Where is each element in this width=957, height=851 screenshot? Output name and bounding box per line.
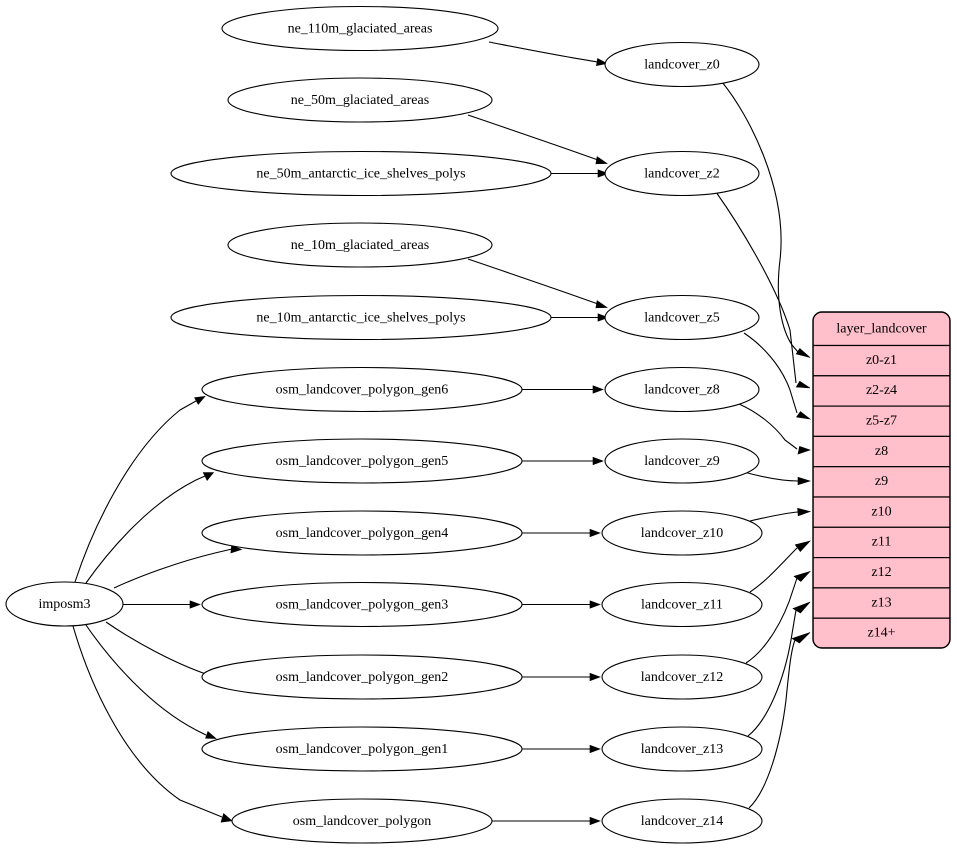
edge-gen2-to-z12 [522,672,601,682]
edge-layer [72,41,812,826]
edge-z11-to-row-z11 [749,540,811,593]
edge-gen1-to-z13 [522,744,601,754]
edge-osm-landcover-polygon-to-z14 [492,816,601,826]
node-label: ne_50m_glaciated_areas [291,93,429,108]
node-label: landcover_z9 [644,454,719,469]
edge-ne50m-glaciated-to-z2 [467,114,608,165]
node-osm-landcover-polygon-gen4[interactable]: osm_landcover_polygon_gen4 [201,510,523,556]
edge-gen5-to-z9 [522,456,604,466]
edge-imposm3-to-osm-landcover-polygon [72,625,233,823]
table-row-label: z14+ [867,625,895,640]
node-layer: ne_110m_glaciated_areas ne_50m_glaciated… [5,5,763,844]
node-ne-10m-glaciated-areas[interactable]: ne_10m_glaciated_areas [227,222,493,268]
node-label: landcover_z8 [644,383,719,398]
table-row-label: z12 [871,565,891,580]
node-imposm3[interactable]: imposm3 [5,581,124,627]
table-header-label: layer_landcover [836,322,927,337]
table-row-label: z0-z1 [866,353,897,368]
table-row-cell[interactable] [813,435,950,468]
node-label: landcover_z12 [641,670,723,685]
node-label: osm_landcover_polygon [293,814,431,829]
node-ne-10m-antarctic-ice-shelves-polys[interactable]: ne_10m_antarctic_ice_shelves_polys [170,294,552,341]
node-label: imposm3 [38,597,90,612]
node-label: landcover_z10 [641,526,723,541]
node-label: landcover_z11 [641,598,723,613]
node-landcover-z14[interactable]: landcover_z14 [601,798,763,844]
node-landcover-z12[interactable]: landcover_z12 [601,654,763,700]
edge-z2-to-row-z2z4 [715,191,811,389]
node-osm-landcover-polygon-gen6[interactable]: osm_landcover_polygon_gen6 [201,366,523,413]
edge-ne10m-glaciated-to-z5 [467,258,608,309]
node-label: ne_50m_antarctic_ice_shelves_polys [256,167,465,182]
table-row-cell[interactable] [813,466,950,498]
edge-imposm3-to-gen5 [85,472,215,584]
node-label: osm_landcover_polygon_gen6 [276,383,449,398]
node-label: osm_landcover_polygon_gen4 [276,526,449,541]
node-landcover-z13[interactable]: landcover_z13 [601,726,763,772]
node-osm-landcover-polygon-gen5[interactable]: osm_landcover_polygon_gen5 [201,438,523,484]
edge-z10-to-row-z10 [749,507,812,522]
edge-z14-to-row-z14plus [748,632,811,809]
node-label: landcover_z5 [644,311,719,326]
table-row-label: z2-z4 [866,383,897,398]
node-landcover-z8[interactable]: landcover_z8 [604,366,760,413]
node-ne-50m-glaciated-areas[interactable]: ne_50m_glaciated_areas [227,77,493,123]
edge-gen4-to-z10 [522,528,601,538]
node-label: osm_landcover_polygon_gen2 [276,670,449,685]
node-osm-landcover-polygon-gen3[interactable]: osm_landcover_polygon_gen3 [201,581,523,628]
node-osm-landcover-polygon-gen2[interactable]: osm_landcover_polygon_gen2 [201,654,523,700]
node-landcover-z0[interactable]: landcover_z0 [604,41,760,88]
edge-z9-to-row-z9 [743,471,812,486]
table-row-label: z5-z7 [866,414,897,429]
node-label: ne_10m_glaciated_areas [291,238,429,253]
node-label: osm_landcover_polygon_gen1 [276,742,449,757]
node-label: osm_landcover_polygon_gen5 [276,454,449,469]
edge-ne110m-to-z0 [488,41,608,66]
table-row-label: z13 [871,595,891,610]
node-label: ne_10m_antarctic_ice_shelves_polys [256,311,465,326]
edge-z13-to-row-z13 [747,601,811,737]
table-row-label: z8 [875,444,888,459]
table-row-label: z9 [875,474,888,489]
edge-gen3-to-z11 [522,600,601,609]
edge-imposm3-to-gen1 [85,624,217,739]
edge-ne10m-antarctic-to-z5 [551,313,609,322]
node-landcover-z10[interactable]: landcover_z10 [601,510,763,556]
node-ne-110m-glaciated-areas[interactable]: ne_110m_glaciated_areas [221,5,499,52]
edge-gen6-to-z8 [522,385,604,394]
table-row-cell[interactable] [813,617,950,648]
edge-imposm3-to-gen6 [74,396,206,583]
node-osm-landcover-polygon[interactable]: osm_landcover_polygon [231,798,493,844]
node-landcover-z9[interactable]: landcover_z9 [604,438,760,484]
table-outline [812,311,951,649]
node-label: osm_landcover_polygon_gen3 [276,598,449,613]
table-row-cell[interactable] [813,526,950,559]
node-label: landcover_z2 [644,167,719,182]
edge-imposm3-to-gen4 [113,544,243,589]
edge-ne50m-antarctic-to-z2 [551,169,609,178]
edge-z5-to-row-z5z7 [743,332,812,420]
layer-landcover-table[interactable]: layer_landcover z0-z1 z2-z4 z5-z7 z8 z9 … [812,311,951,649]
table-row-label: z10 [871,504,891,519]
table-row-label: z11 [872,535,892,550]
node-landcover-z11[interactable]: landcover_z11 [601,581,763,628]
node-label: landcover_z13 [641,742,723,757]
edge-z0-to-row-z0z1 [721,81,811,358]
node-label: ne_110m_glaciated_areas [288,22,433,37]
table-row-cell[interactable] [813,375,950,407]
edge-z8-to-row-z8 [738,403,811,455]
node-label: landcover_z0 [644,58,719,73]
edge-z12-to-row-z12 [745,570,811,664]
table-row-cell[interactable] [813,344,950,377]
node-ne-50m-antarctic-ice-shelves-polys[interactable]: ne_50m_antarctic_ice_shelves_polys [170,150,552,197]
node-osm-landcover-polygon-gen1[interactable]: osm_landcover_polygon_gen1 [201,726,523,772]
node-landcover-z5[interactable]: landcover_z5 [604,294,760,341]
node-label: landcover_z14 [641,814,723,829]
node-landcover-z2[interactable]: landcover_z2 [604,150,760,197]
edge-imposm3-to-gen3 [123,600,201,609]
